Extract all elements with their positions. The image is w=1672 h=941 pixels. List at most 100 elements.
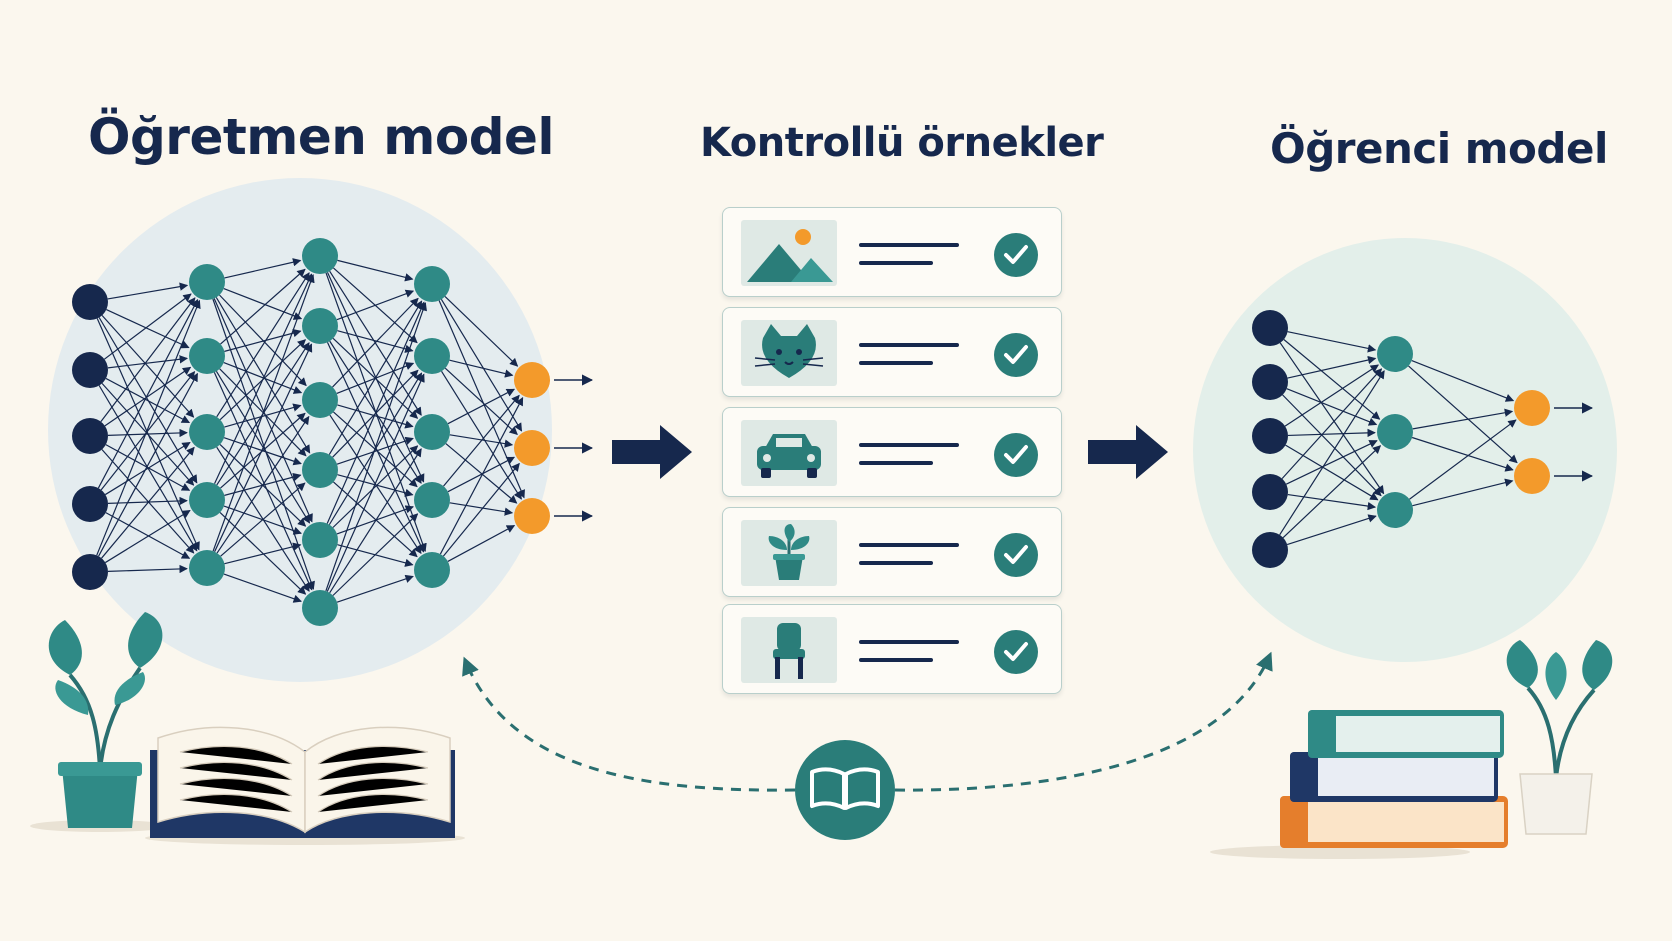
input-node <box>1252 532 1288 568</box>
checkmark-circle-icon <box>994 533 1038 577</box>
output-node <box>1514 390 1550 426</box>
sample-card-chair <box>722 604 1062 694</box>
network-connection <box>1286 388 1378 426</box>
network-connection <box>336 574 414 603</box>
network-connection <box>104 293 192 360</box>
open-book-icon <box>795 740 895 840</box>
network-connection <box>332 513 419 596</box>
network-connection <box>98 372 199 557</box>
network-connection <box>220 482 306 557</box>
network-connection <box>332 297 419 388</box>
network-connection <box>213 372 313 591</box>
student-bubble <box>1193 238 1617 662</box>
network-connection <box>444 367 518 436</box>
network-connection <box>444 296 519 367</box>
network-connection <box>1279 370 1385 536</box>
checkmark-circle-icon <box>994 433 1038 477</box>
sample-card-image <box>722 207 1062 297</box>
network-connection <box>107 282 189 300</box>
input-node <box>1252 310 1288 346</box>
network-connection <box>449 359 514 378</box>
network-connection <box>101 446 195 559</box>
checkmark-circle-icon <box>994 333 1038 377</box>
network-connection <box>1408 365 1518 464</box>
network-connection <box>107 496 188 506</box>
network-connection <box>1282 445 1382 539</box>
network-connection <box>337 259 414 282</box>
student-model-title: Öğrenci model <box>1270 124 1608 173</box>
cat-icon <box>741 320 837 386</box>
network-connection <box>439 396 524 555</box>
network-connection <box>107 428 188 438</box>
network-connection <box>101 449 195 554</box>
input-node <box>72 486 108 522</box>
network-connection <box>1286 514 1377 546</box>
network-connection <box>438 300 525 499</box>
car-icon <box>741 420 837 486</box>
network-connection <box>449 502 514 516</box>
sample-card-cat <box>722 307 1062 397</box>
input-node <box>72 418 108 454</box>
network-connection <box>107 564 188 574</box>
arrow-right-icon <box>612 425 692 479</box>
network-connection <box>1287 428 1376 438</box>
controlled-samples-title: Kontrollü örnekler <box>700 120 1104 166</box>
input-node <box>1252 364 1288 400</box>
input-node <box>1252 474 1288 510</box>
network-connection <box>447 524 516 562</box>
network-connection <box>215 297 311 454</box>
sample-card-plant <box>722 507 1062 597</box>
network-connection <box>442 462 520 557</box>
network-connection <box>1412 408 1514 430</box>
network-connection <box>336 289 415 321</box>
output-node <box>514 430 550 466</box>
input-node <box>72 554 108 590</box>
hidden-node <box>302 382 338 418</box>
network-connection <box>325 302 427 592</box>
network-connection <box>100 297 196 423</box>
hidden-node <box>189 414 225 450</box>
book-stack-decoration <box>1210 710 1508 859</box>
hidden-node <box>189 338 225 374</box>
network-connection <box>105 512 191 559</box>
output-node <box>514 362 550 398</box>
network-connection <box>1285 444 1379 501</box>
input-node <box>72 352 108 388</box>
network-connection <box>214 343 313 552</box>
hidden-node <box>302 522 338 558</box>
network-connection <box>1281 368 1383 480</box>
network-connection <box>337 330 414 353</box>
hidden-node <box>189 264 225 300</box>
network-connection <box>336 505 414 535</box>
input-node <box>1252 418 1288 454</box>
network-connection <box>1283 339 1381 420</box>
network-connection <box>216 272 310 418</box>
hidden-node <box>1377 336 1413 372</box>
network-connection <box>97 298 199 489</box>
network-connection <box>1285 440 1378 485</box>
plant-decoration-right <box>1506 640 1613 835</box>
hidden-node <box>302 590 338 626</box>
network-connection <box>1287 493 1377 511</box>
network-connection <box>449 434 514 448</box>
network-connection <box>1287 355 1377 379</box>
network-connection <box>224 258 302 279</box>
network-connection <box>326 301 425 524</box>
network-connection <box>101 314 195 418</box>
network-connection <box>1411 436 1514 472</box>
network-connection <box>223 287 303 320</box>
checkmark-circle-icon <box>994 233 1038 277</box>
network-connection <box>332 445 419 528</box>
hidden-node <box>189 482 225 518</box>
network-connection <box>212 298 315 590</box>
network-connection <box>96 299 201 556</box>
network-connection <box>447 456 516 493</box>
network-connection <box>105 441 191 496</box>
hidden-node <box>414 338 450 374</box>
hidden-node <box>1377 414 1413 450</box>
network-connection <box>224 542 302 565</box>
mountain-image-icon <box>741 220 837 286</box>
arrow-right-icon <box>1088 425 1168 479</box>
